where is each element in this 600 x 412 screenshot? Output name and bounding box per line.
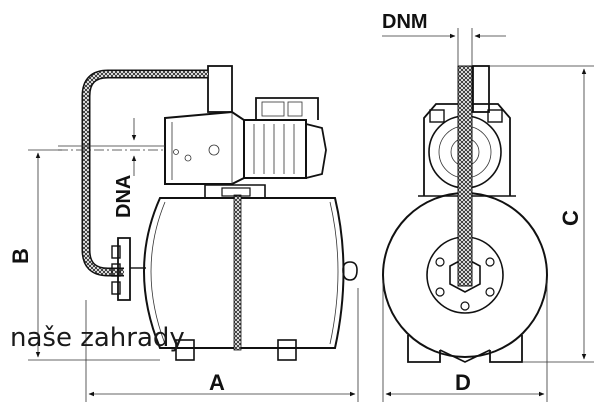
tank-end-cap	[342, 261, 358, 281]
outlet-fitting	[207, 65, 233, 113]
front-view	[58, 65, 358, 361]
side-base	[407, 335, 523, 363]
dim-dna: DNA	[113, 118, 137, 218]
dim-d: D	[382, 280, 548, 402]
outlet-side	[472, 65, 490, 113]
label-d: D	[455, 370, 471, 395]
center-pipe-side	[457, 65, 473, 287]
tank-foot-right	[277, 339, 297, 361]
bolt-2	[485, 257, 495, 267]
label-c: C	[558, 210, 583, 226]
terminal-box	[255, 97, 319, 120]
pressure-manifold	[117, 237, 131, 301]
dim-a: A	[85, 288, 359, 402]
dim-dnm: DNM	[382, 11, 506, 66]
tank-front	[143, 197, 345, 349]
dim-b: B	[8, 149, 160, 361]
bolt-1	[435, 257, 445, 267]
side-view	[382, 65, 548, 363]
label-dna: DNA	[113, 175, 135, 218]
pump-bracket	[204, 184, 266, 198]
bolt-3	[435, 287, 445, 297]
motor-end-cap	[305, 123, 327, 179]
flange-hex	[449, 257, 481, 293]
label-dnm: DNM	[382, 11, 428, 33]
motor-body	[243, 119, 307, 179]
center-pipe-front	[233, 194, 242, 351]
dim-c: C	[490, 65, 594, 363]
label-a: A	[209, 370, 225, 395]
bolt-4	[485, 287, 495, 297]
bolt-5	[460, 301, 470, 311]
label-b: B	[8, 248, 33, 264]
tank-foot-left	[175, 339, 195, 361]
watermark: naše zahrady	[10, 323, 185, 353]
